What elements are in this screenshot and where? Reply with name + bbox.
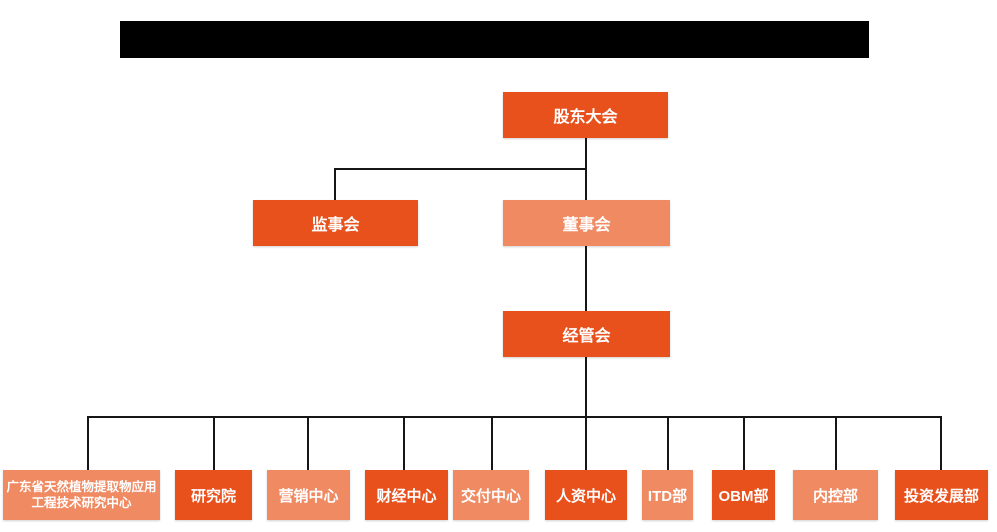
node-dept-internal-control: 内控部	[793, 470, 878, 520]
node-dept-obm: OBM部	[712, 470, 775, 520]
node-dept-marketing-center: 营销中心	[267, 470, 350, 520]
node-shareholders-meeting: 股东大会	[503, 92, 668, 138]
node-dept-research-institute: 研究院	[175, 470, 252, 520]
node-dept-research-center: 广东省天然植物提取物应用工程技术研究中心	[3, 470, 160, 520]
connector-line	[213, 416, 215, 470]
node-dept-delivery-center: 交付中心	[453, 470, 529, 520]
connector-line	[307, 416, 309, 470]
connector-line	[87, 416, 89, 470]
node-dept-investment-development: 投资发展部	[895, 470, 988, 520]
connector-line	[585, 357, 587, 416]
connector-line	[667, 416, 669, 470]
connector-line	[743, 416, 745, 470]
connector-line	[585, 416, 587, 470]
node-management-committee: 经管会	[503, 311, 670, 357]
redacted-title-bar	[120, 21, 869, 58]
connector-bus-line	[87, 416, 942, 418]
connector-line	[403, 416, 405, 470]
connector-line	[334, 168, 587, 170]
connector-line	[835, 416, 837, 470]
node-board-of-supervisors: 监事会	[253, 200, 418, 246]
node-dept-hr-center: 人资中心	[545, 470, 627, 520]
connector-line	[491, 416, 493, 470]
node-dept-itd: ITD部	[642, 470, 693, 520]
connector-line	[334, 168, 336, 200]
node-dept-finance-center: 财经中心	[365, 470, 448, 520]
node-board-of-directors: 董事会	[503, 200, 670, 246]
connector-line	[585, 246, 587, 311]
connector-line	[940, 416, 942, 470]
